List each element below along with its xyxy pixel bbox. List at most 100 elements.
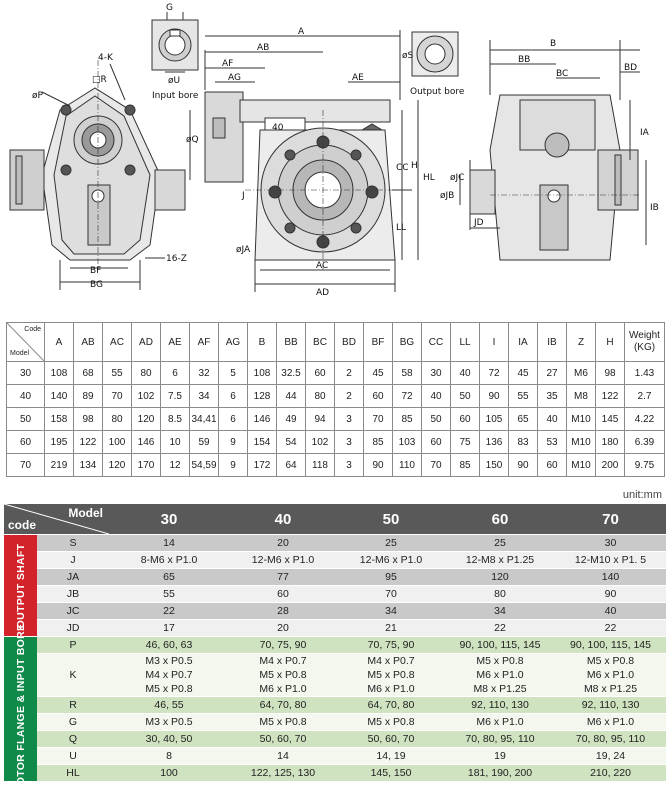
- spec-value-line: 19, 24: [595, 750, 626, 762]
- spec-code: Q: [37, 730, 109, 748]
- table-cell: 98: [595, 361, 625, 385]
- table-cell: 53: [537, 430, 567, 454]
- spec-code: P: [37, 636, 109, 654]
- table-cell: 150: [479, 453, 509, 477]
- dim-label-bg: BG: [90, 280, 103, 290]
- spec-value: 210, 220: [555, 764, 666, 782]
- table-cell: 40: [537, 407, 567, 431]
- spec-value-line: 70, 75, 90: [367, 639, 415, 651]
- col-header: CC: [421, 322, 451, 362]
- table-cell: 2: [334, 361, 364, 385]
- spec-code: U: [37, 747, 109, 765]
- dim-label-ad: AD: [316, 288, 329, 298]
- table-cell: 9: [218, 430, 248, 454]
- spec-value-line: M5 x P0.8: [259, 669, 307, 681]
- gearbox-dimension-drawing: G øU Input bore 4-K □R øP 16-Z BF BG A A…: [9, 3, 659, 298]
- dim-label-ab: AB: [257, 43, 269, 53]
- spec-value: 12-M6 x P1.0: [229, 551, 337, 569]
- col-header: Z: [566, 322, 596, 362]
- col-header: AB: [73, 322, 103, 362]
- spec-value: 22: [109, 602, 229, 620]
- table-cell: 136: [479, 430, 509, 454]
- dim-label-q: øQ: [186, 135, 199, 145]
- table-cell: 72: [392, 384, 422, 408]
- col-header: A: [44, 322, 74, 362]
- spec-value: 22: [555, 619, 666, 637]
- col-header: AD: [131, 322, 161, 362]
- col-header: I: [479, 322, 509, 362]
- spec-code: HL: [37, 764, 109, 782]
- spec-value-line: 46, 55: [154, 699, 184, 711]
- spec-value: 8: [109, 747, 229, 765]
- spec-value-line: M4 x P0.7: [145, 669, 193, 681]
- table-cell: 54,59: [189, 453, 219, 477]
- weight-cell: 9.75: [624, 453, 665, 477]
- table-cell: 105: [479, 407, 509, 431]
- spec-value-line: 100: [160, 767, 178, 779]
- spec-value: 12-M10 x P1. 5: [555, 551, 666, 569]
- spec-value-line: 14: [277, 750, 289, 762]
- motor-flange-group: MOTOR FLANGE & INPUT BORE: [4, 624, 37, 794]
- spec-value: 77: [229, 568, 337, 586]
- spec-value-line: M4 x P0.7: [259, 655, 307, 667]
- spec-value: 20: [229, 534, 337, 552]
- table-cell: 8.5: [160, 407, 190, 431]
- table-cell: 3: [334, 453, 364, 477]
- spec-value-line: 92, 110, 130: [471, 699, 529, 711]
- spec-value: 46, 60, 63: [109, 636, 229, 654]
- table-cell: M10: [566, 430, 596, 454]
- table-cell: 100: [102, 430, 132, 454]
- spec-value-line: 8: [166, 750, 172, 762]
- table-cell: 60: [537, 453, 567, 477]
- spec-value: 28: [229, 602, 337, 620]
- spec-value: 14: [109, 534, 229, 552]
- dim-label-s: øS: [402, 51, 414, 61]
- table-cell: 7.5: [160, 384, 190, 408]
- weight-header-label: Weight: [629, 330, 660, 341]
- col-header: B: [247, 322, 277, 362]
- spec-value: 70, 75, 90: [229, 636, 337, 654]
- table-cell: 65: [508, 407, 538, 431]
- table-cell: 64: [276, 453, 306, 477]
- technical-drawing: G øU Input bore 4-K □R øP 16-Z BF BG A A…: [0, 0, 670, 300]
- dim-label-ja: øJA: [236, 245, 251, 255]
- spec-value-line: M6 x P1.0: [259, 683, 307, 695]
- spec-value: 64, 70, 80: [229, 696, 337, 714]
- table-cell: 32: [189, 361, 219, 385]
- dim-label-ae: AE: [352, 73, 364, 83]
- spec-value: 92, 110, 130: [445, 696, 555, 714]
- spec-value-line: M6 x P1.0: [586, 716, 635, 728]
- dim-label-cc: CC: [396, 163, 409, 173]
- spec-value: 22: [445, 619, 555, 637]
- spec-value-line: 122, 125, 130: [250, 767, 316, 779]
- table-cell: 50: [421, 407, 451, 431]
- spec-value: 92, 110, 130: [555, 696, 666, 714]
- dim-label-ll: LL: [396, 223, 406, 233]
- spec-value: 40: [555, 602, 666, 620]
- spec-value: M5 x P0.8: [337, 713, 445, 731]
- table-cell: 118: [305, 453, 335, 477]
- table-cell: 70: [421, 453, 451, 477]
- table-cell: 70: [363, 407, 393, 431]
- table-cell: 34,41: [189, 407, 219, 431]
- spec-value-line: M5 x P0.8: [145, 683, 193, 695]
- table-cell: 90: [479, 384, 509, 408]
- spec-value-line: M6 x P1.0: [586, 669, 635, 681]
- input-bore-label: Input bore: [152, 91, 199, 101]
- dim-label-jb: øJB: [440, 191, 454, 201]
- spec-value: 65: [109, 568, 229, 586]
- spec-value: 55: [109, 585, 229, 603]
- spec-value: 17: [109, 619, 229, 637]
- spec-value: 181, 190, 200: [445, 764, 555, 782]
- dim-label-ib: IB: [650, 203, 659, 213]
- spec-value-line: 30, 40, 50: [145, 733, 193, 745]
- table-cell: 80: [131, 361, 161, 385]
- spec-value: 25: [337, 534, 445, 552]
- spec-code: K: [37, 653, 109, 697]
- table-cell: 68: [73, 361, 103, 385]
